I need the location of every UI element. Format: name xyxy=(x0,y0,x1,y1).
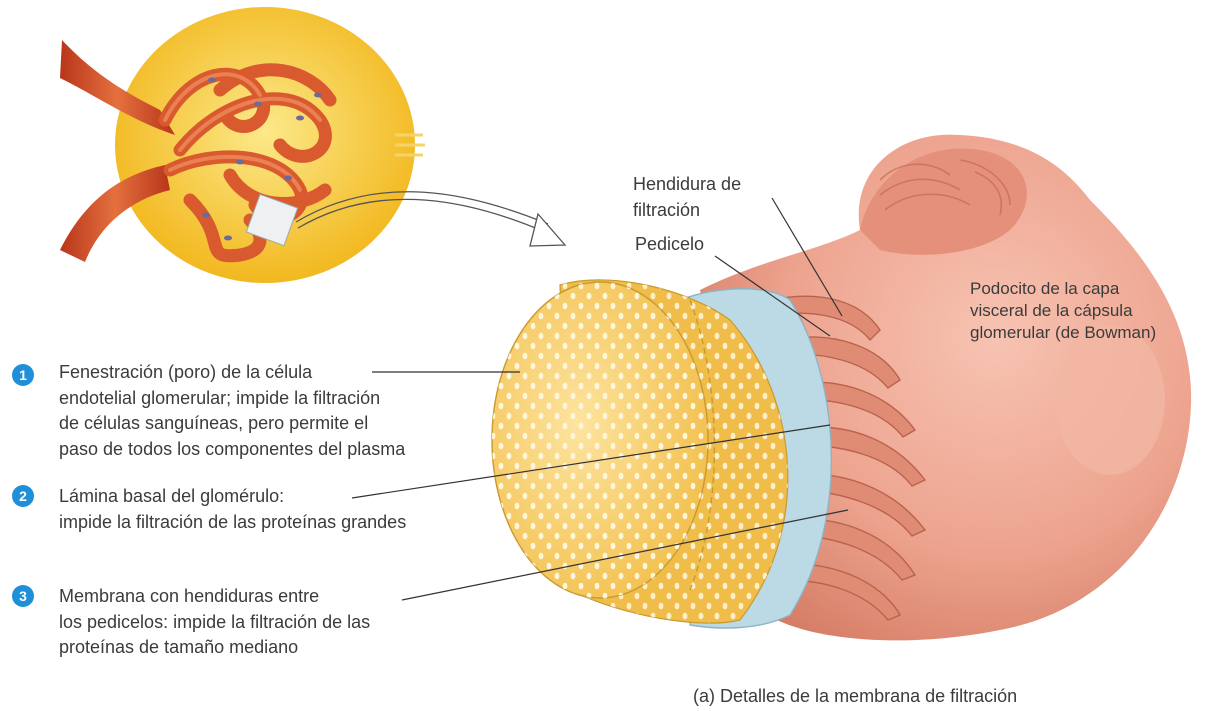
glomerulus-inset xyxy=(60,7,425,283)
item-1-text: Fenestración (poro) de la célula endotel… xyxy=(59,360,405,462)
label-podocito: Podocito de la capa visceral de la cápsu… xyxy=(970,278,1156,344)
item-2-text: Lámina basal del glomérulo: impide la fi… xyxy=(59,484,406,535)
label-hendidura: Hendidura de filtración xyxy=(633,172,741,223)
item-3-text: Membrana con hendiduras entre los pedice… xyxy=(59,584,370,661)
figure-caption: (a) Detalles de la membrana de filtració… xyxy=(693,684,1017,710)
number-badge-1: 1 xyxy=(12,364,34,386)
number-badge-2: 2 xyxy=(12,485,34,507)
number-badge-3: 3 xyxy=(12,585,34,607)
label-pedicelo: Pedicelo xyxy=(635,232,704,258)
